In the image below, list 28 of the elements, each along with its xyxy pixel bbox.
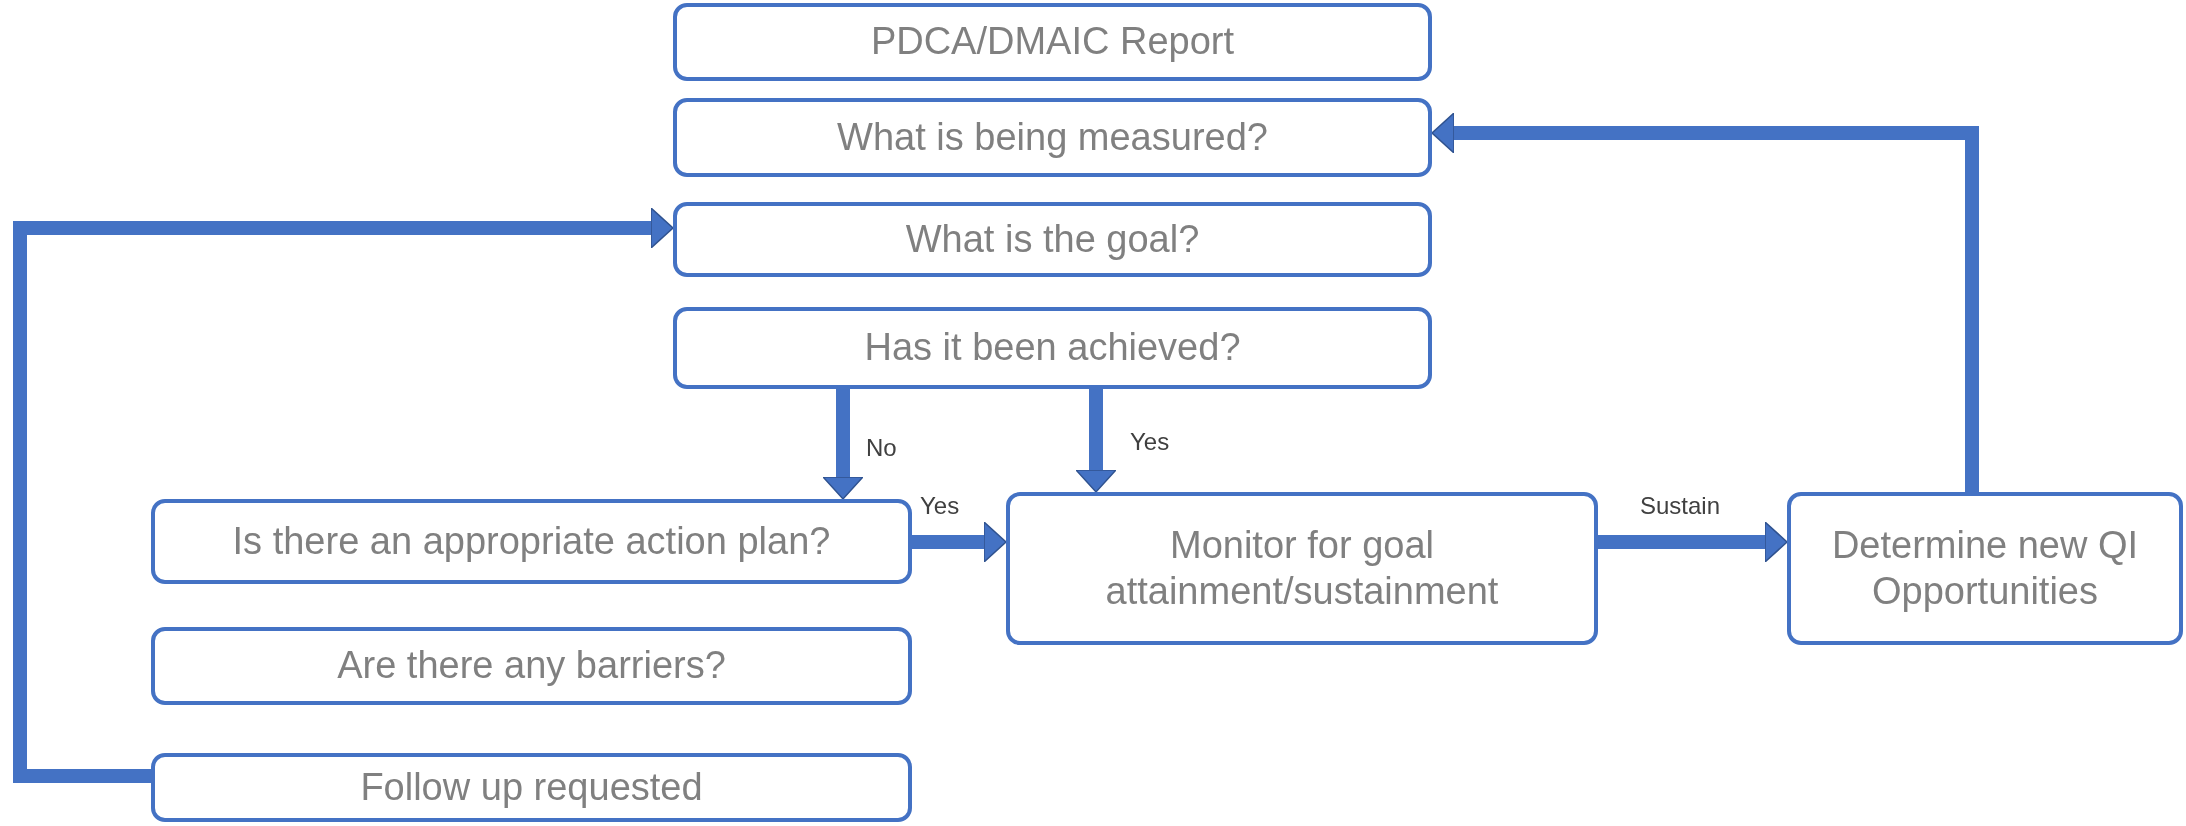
process-box [673, 307, 1432, 389]
block-arrow [912, 521, 1007, 563]
process-box [673, 98, 1432, 177]
block-arrow [1598, 521, 1788, 563]
box-text: Determine new QI Opportunities [1830, 522, 2140, 614]
box-text: Is there an appropriate action plan? [232, 518, 831, 564]
process-box [151, 499, 912, 584]
box-text: Follow up requested [360, 764, 703, 810]
process-box [151, 627, 912, 705]
box-text: PDCA/DMAIC Report [870, 19, 1235, 65]
edge-label: Yes [1130, 428, 1170, 456]
edge-label: Yes [920, 492, 960, 520]
box-text: What is the goal? [905, 216, 1200, 262]
process-box [673, 3, 1432, 81]
block-arrow [1431, 112, 1979, 492]
edge-label: No [866, 434, 897, 462]
process-box [1006, 492, 1598, 645]
box-text: What is being measured? [837, 114, 1268, 160]
block-arrow [1075, 389, 1117, 493]
process-box [1787, 492, 2183, 645]
block-arrow [13, 207, 674, 783]
process-box [151, 753, 912, 822]
edge-label: Sustain [1640, 492, 1721, 520]
process-box [673, 202, 1432, 277]
box-text: Monitor for goal attainment/sustainment [1104, 522, 1500, 614]
box-text: Are there any barriers? [337, 643, 726, 689]
box-text: Has it been achieved? [864, 325, 1241, 371]
block-arrow [822, 389, 864, 500]
